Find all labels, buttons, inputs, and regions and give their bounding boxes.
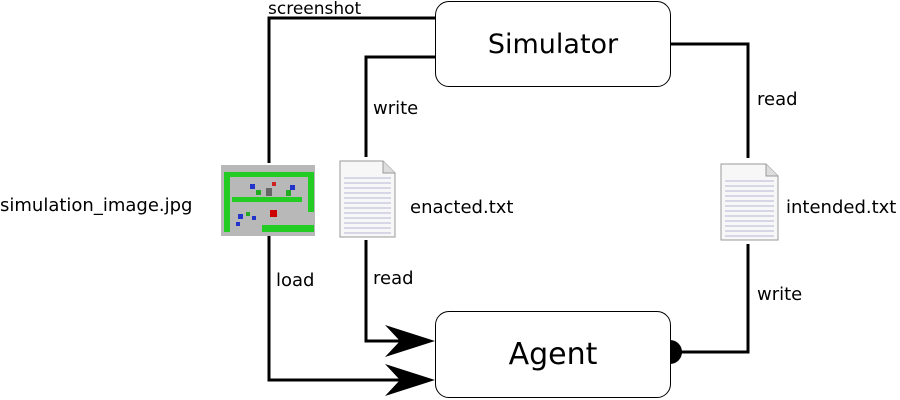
screenshot-connector	[267, 16, 436, 163]
intended-file-label: intended.txt	[786, 197, 897, 218]
write-intended-edge-label: write	[757, 284, 803, 305]
write-enacted-edge-label: write	[373, 98, 419, 119]
arrowhead-load	[385, 364, 435, 396]
enacted-file-icon	[339, 160, 396, 238]
read-enacted-connector	[364, 240, 400, 343]
read-intended-edge-label: read	[757, 89, 798, 110]
write-intended-connector	[679, 244, 750, 354]
read-intended-connector	[671, 42, 750, 158]
load-connector	[267, 236, 400, 382]
simulator-node[interactable]: Simulator	[435, 1, 671, 87]
agent-label: Agent	[508, 337, 598, 372]
image-file-label: simulation_image.jpg	[0, 195, 193, 216]
write-enacted-connector	[364, 55, 436, 157]
simulation-image-thumbnail	[221, 165, 315, 236]
intended-file-icon	[720, 163, 779, 241]
simulator-label: Simulator	[487, 28, 619, 60]
dot-connector-agent	[670, 340, 682, 364]
read-enacted-edge-label: read	[373, 268, 414, 289]
arrowhead-read-enacted	[385, 325, 435, 357]
enacted-file-label: enacted.txt	[410, 197, 514, 218]
screenshot-edge-label: screenshot	[268, 0, 362, 19]
load-edge-label: load	[276, 270, 315, 291]
agent-node[interactable]: Agent	[435, 311, 671, 398]
